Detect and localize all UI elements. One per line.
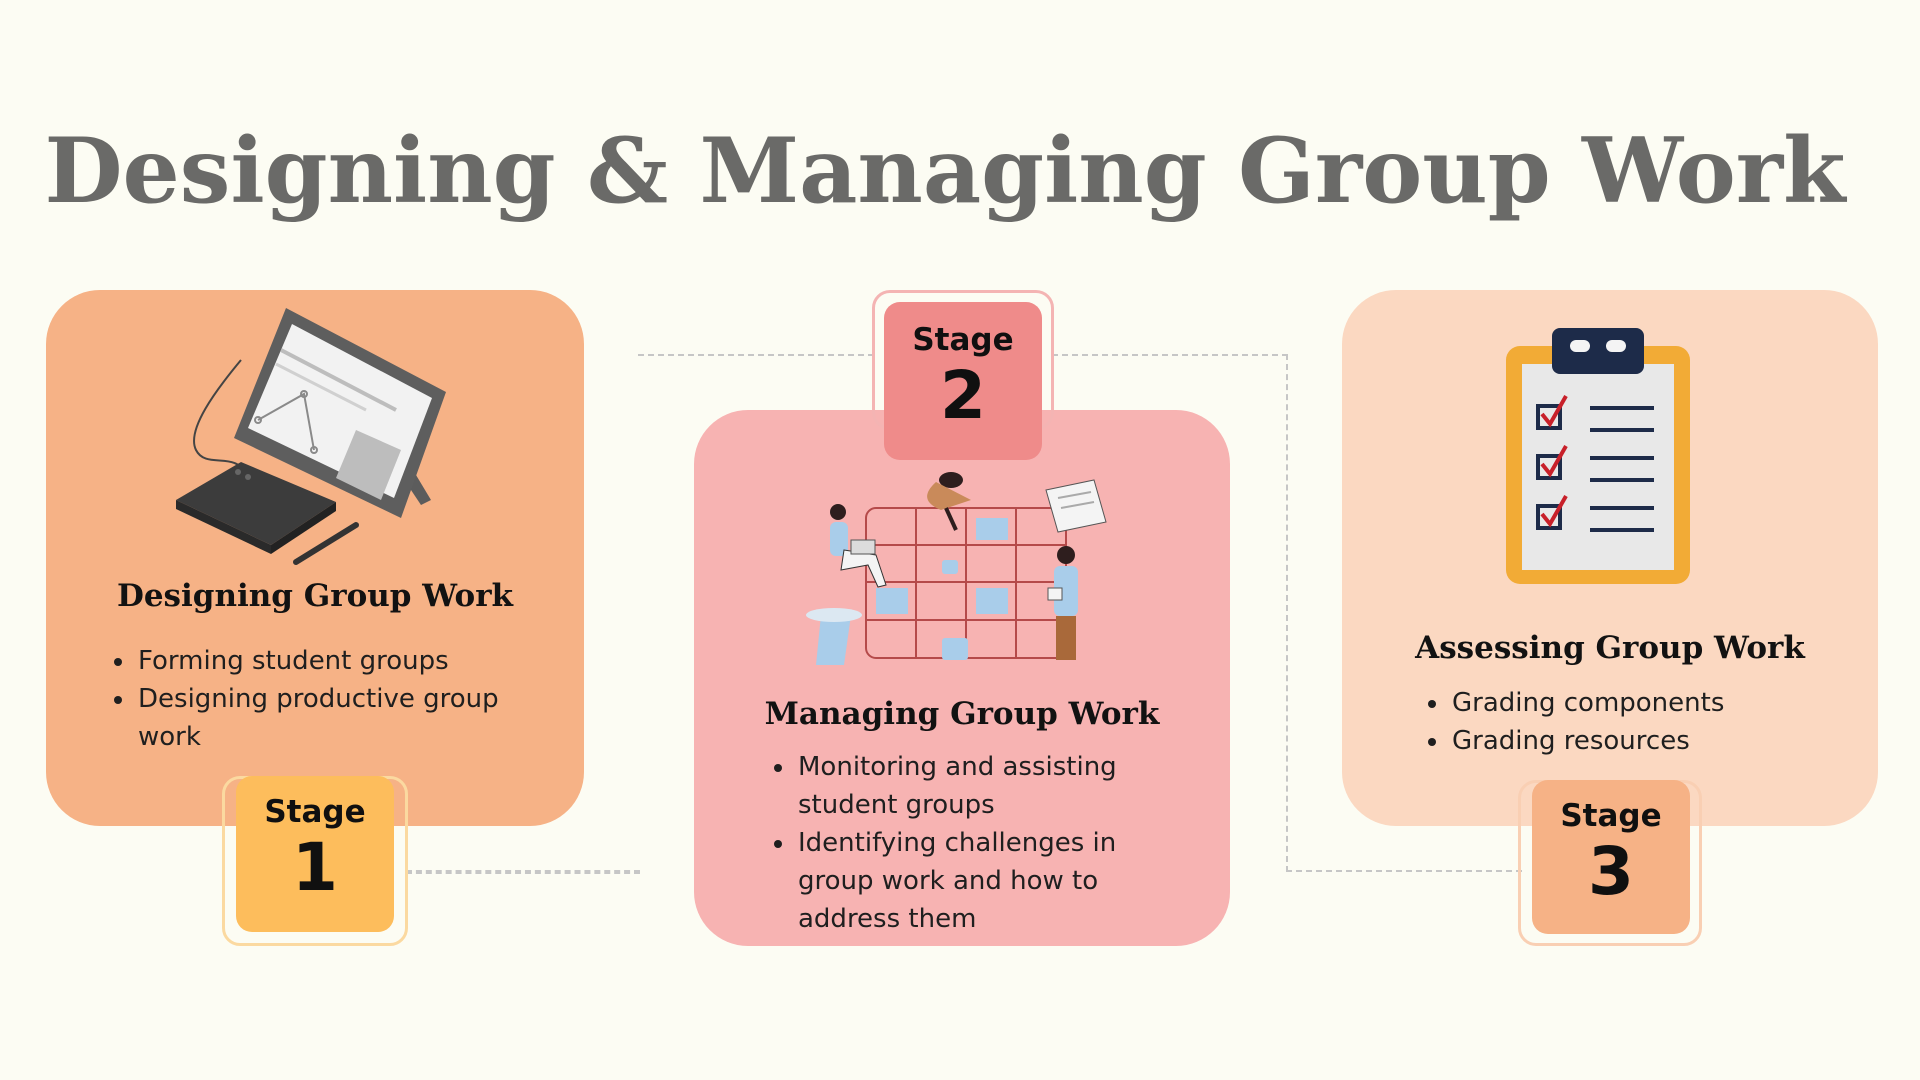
connector-stage1-to-stage2-bottom <box>406 870 640 872</box>
stage-3-badge: Stage 3 <box>1532 780 1690 934</box>
stage-1-badge-number: 1 <box>292 829 338 906</box>
stage-2-badge: Stage 2 <box>884 302 1042 460</box>
stage-3-bullet-list: Grading components Grading resources <box>1424 684 1844 760</box>
stage-3-card-title: Assessing Group Work <box>1415 630 1805 666</box>
connector-stage2-to-stage3 <box>1052 354 1288 356</box>
stage-2-badge-label: Stage <box>912 322 1014 358</box>
stage-2-card-title: Managing Group Work <box>764 696 1160 732</box>
stage-3-badge-label: Stage <box>1560 798 1662 834</box>
drawing-tablet-icon <box>176 308 446 565</box>
connector-stage1-to-stage2-top <box>638 354 874 356</box>
connector-stage2-to-stage3-vertical <box>1286 354 1288 872</box>
page-title: Designing & Managing Group Work <box>44 118 1846 224</box>
list-item: Grading resources <box>1424 722 1844 760</box>
stage-1-bullet-list: Forming student groups Designing product… <box>110 642 550 756</box>
list-item: Identifying challenges in group work and… <box>770 824 1190 938</box>
stage-2-bullet-list: Monitoring and assisting student groups … <box>770 748 1190 938</box>
stage-1-badge: Stage 1 <box>236 776 394 932</box>
list-item: Grading components <box>1424 684 1844 722</box>
stage-3-badge-number: 3 <box>1588 833 1634 910</box>
connector-stage2-to-stage3-bottom <box>1286 870 1522 872</box>
checklist-clipboard-icon <box>1506 328 1690 584</box>
list-item: Monitoring and assisting student groups <box>770 748 1190 824</box>
stage-1-card-title: Designing Group Work <box>116 578 514 614</box>
list-item: Designing productive group work <box>110 680 550 756</box>
stage-2-badge-number: 2 <box>940 357 986 434</box>
stage-1-badge-label: Stage <box>264 794 366 830</box>
team-calendar-icon <box>806 472 1107 665</box>
list-item: Forming student groups <box>110 642 550 680</box>
